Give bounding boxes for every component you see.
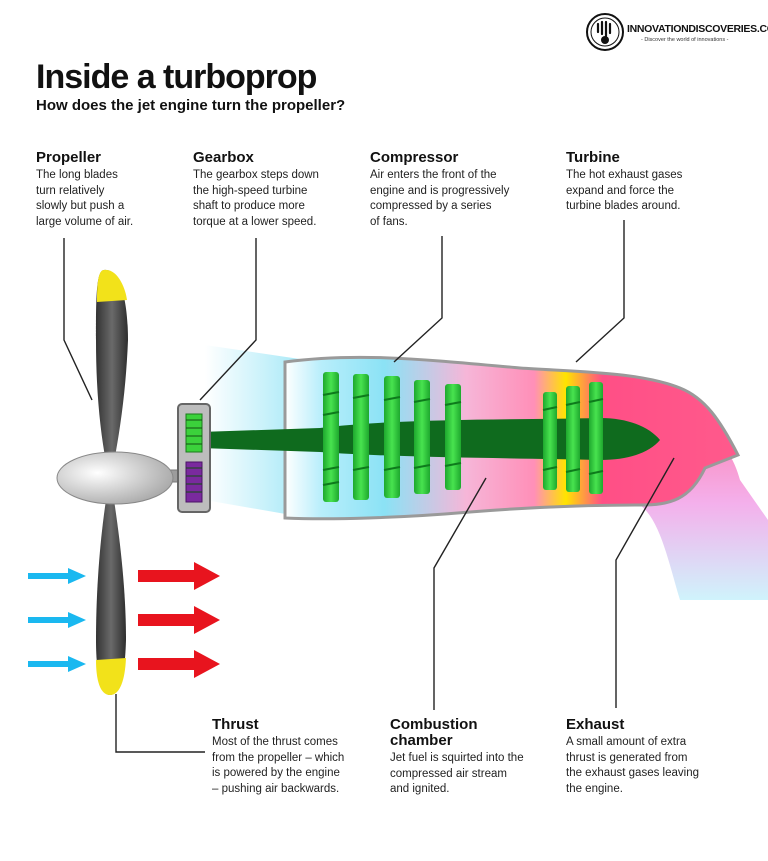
label-gearbox: Gearbox The gearbox steps down the high-… <box>193 150 319 230</box>
label-propeller-heading: Propeller <box>36 149 102 166</box>
label-turbine-body: The hot exhaust gases expand and force t… <box>566 169 683 212</box>
label-exhaust-heading: Exhaust <box>566 716 625 733</box>
label-turbine-heading: Turbine <box>566 149 620 166</box>
label-compressor-heading: Compressor <box>370 149 459 166</box>
leader-compressor <box>393 236 443 363</box>
leader-gearbox <box>199 238 257 401</box>
leader-lines <box>63 220 675 753</box>
label-turbine: Turbine The hot exhaust gases expand and… <box>566 150 682 215</box>
propeller <box>56 269 174 695</box>
label-thrust-body: Most of the thrust comes from the propel… <box>212 736 345 795</box>
logo-tagline: - Discover the world of innovations - <box>641 37 729 43</box>
label-propeller: Propeller The long blades turn relativel… <box>36 150 133 230</box>
label-gearbox-heading: Gearbox <box>193 149 254 166</box>
incoming-air-arrows <box>28 568 86 672</box>
leader-thrust <box>115 694 205 753</box>
label-thrust: Thrust Most of the thrust comes from the… <box>212 717 344 797</box>
compressor-fans <box>322 372 462 502</box>
label-compressor-body: Air enters the front of the engine and i… <box>370 169 510 228</box>
label-compressor: Compressor Air enters the front of the e… <box>370 150 509 230</box>
label-combustion: Combustion chamber Jet fuel is squirted … <box>390 717 524 798</box>
turbine-fans <box>542 382 604 494</box>
leader-exhaust <box>615 457 675 708</box>
leader-combustion <box>433 477 487 710</box>
label-gearbox-body: The gearbox steps down the high-speed tu… <box>193 169 319 228</box>
label-combustion-body: Jet fuel is squirted into the compressed… <box>390 752 524 795</box>
gear-brain-logo-icon <box>586 13 624 51</box>
site-logo[interactable]: INNOVATIONDISCOVERIES.COM - Discover the… <box>585 12 768 56</box>
label-thrust-heading: Thrust <box>212 716 259 733</box>
label-propeller-body: The long blades turn relatively slowly b… <box>36 169 134 228</box>
page-title: Inside a turboprop <box>36 58 317 96</box>
leader-propeller <box>63 238 93 401</box>
page-subtitle: How does the jet engine turn the propell… <box>36 97 346 114</box>
logo-text: INNOVATIONDISCOVERIES.COM <box>627 23 768 35</box>
thrust-arrows <box>138 562 220 678</box>
leader-turbine <box>575 220 625 363</box>
label-combustion-heading: Combustion chamber <box>390 716 478 749</box>
label-exhaust-body: A small amount of extra thrust is genera… <box>566 736 699 795</box>
label-exhaust: Exhaust A small amount of extra thrust i… <box>566 717 699 797</box>
gearbox <box>177 403 211 513</box>
